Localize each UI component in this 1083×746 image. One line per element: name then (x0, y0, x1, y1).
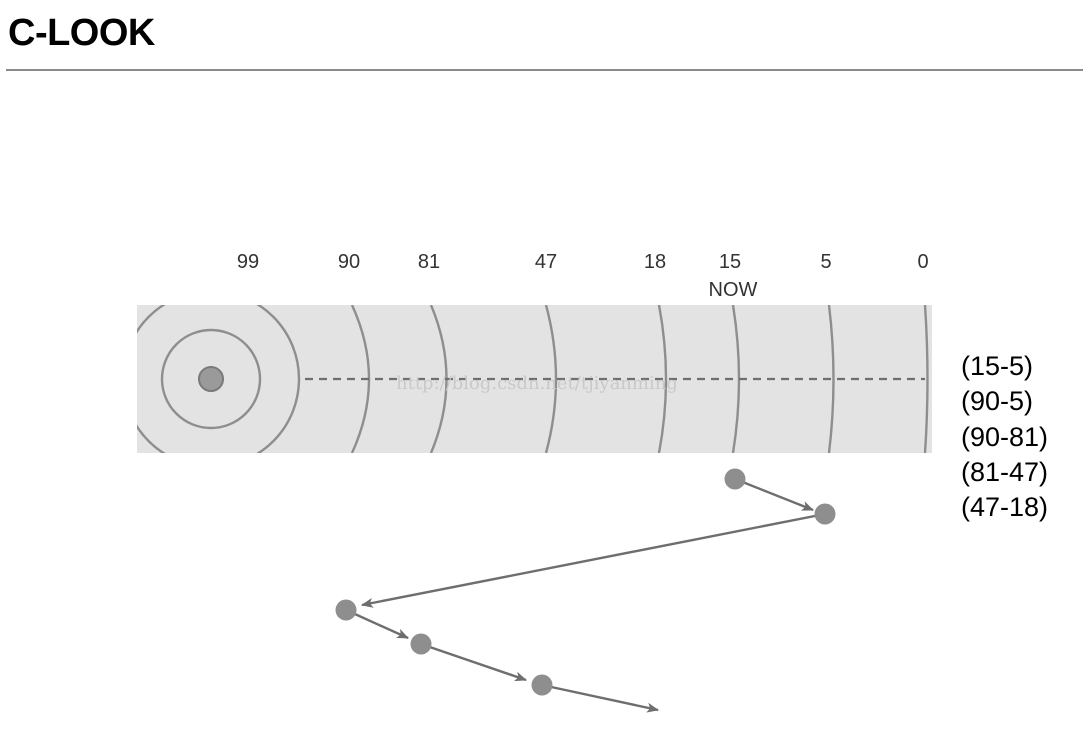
request-dot-90 (335, 599, 357, 621)
track-arc-5 (827, 305, 835, 453)
request-dot-5 (814, 503, 836, 525)
track-label-5: 5 (820, 251, 831, 273)
page-title: C-LOOK (8, 12, 155, 54)
track-label-47: 47 (535, 251, 557, 273)
request-dot-81 (410, 633, 432, 655)
track-label-90: 90 (338, 251, 360, 273)
track-arc-18 (657, 305, 668, 453)
inner-ring (160, 328, 262, 430)
request-dot-47 (531, 674, 553, 696)
track-arc-0 (923, 305, 929, 453)
track-label-15: 15 (719, 251, 741, 273)
service-step: (81-47) (961, 456, 1049, 487)
move-15-to-5 (734, 477, 814, 512)
watermark: http://blog.csdn.net/tjiyanming (396, 373, 678, 394)
move-90-to-81 (345, 608, 409, 640)
head-position-label: NOW (709, 279, 758, 301)
service-step: (47-18) (961, 492, 1049, 523)
track-label-99: 99 (237, 251, 259, 273)
track-arc-47 (544, 305, 558, 453)
track-label-0: 0 (917, 251, 928, 273)
track-arc-15 (731, 305, 741, 453)
request-dots (335, 468, 836, 696)
request-dot-15 (724, 468, 746, 490)
head-path (345, 477, 826, 713)
track-label-18: 18 (644, 251, 666, 273)
track-label-81: 81 (418, 251, 440, 273)
service-step: (15-5) (961, 351, 1034, 381)
service-step: (90-81) (961, 421, 1049, 452)
spindle-dot (198, 366, 224, 392)
title-divider (6, 69, 1083, 71)
service-order-list: (15-5) (90-5) (90-81) (81-47) (47-18) (961, 349, 1048, 525)
service-step: (90-5) (961, 386, 1034, 417)
outer-ring (137, 305, 301, 453)
move-81-to-47 (420, 642, 527, 682)
move-47-to-18 (541, 683, 659, 713)
move-5-to-90 (361, 512, 826, 608)
